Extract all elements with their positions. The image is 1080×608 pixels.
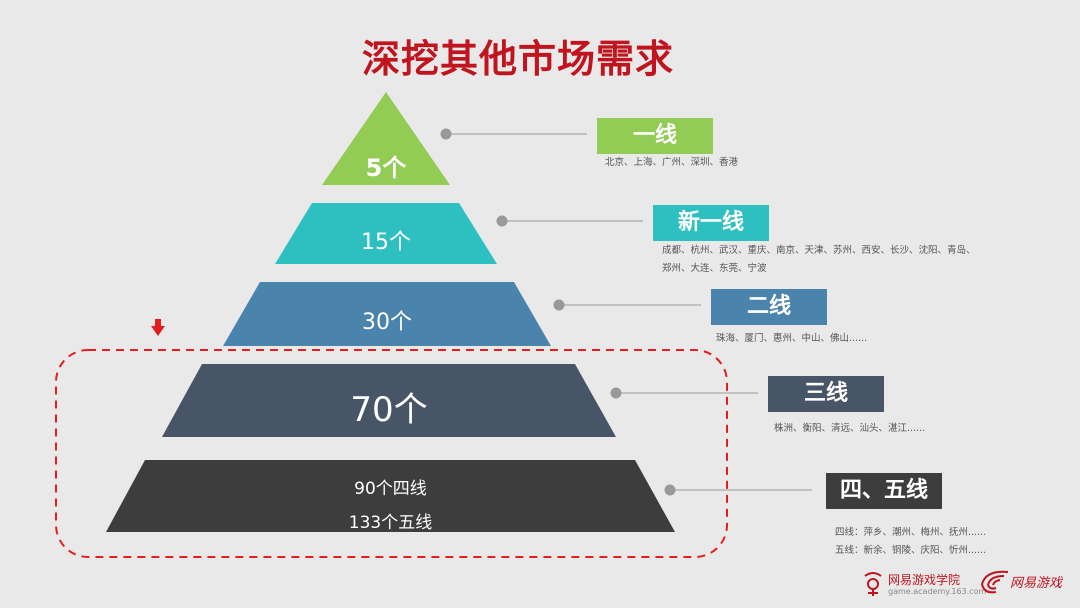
connector-dot (610, 387, 622, 399)
pyramid-level-1 (322, 92, 450, 185)
level-3-count: 30个 (362, 310, 412, 335)
level-5-count-tier5: 133个五线 (348, 513, 433, 533)
netease-games-brand: 网易游戏 (1010, 576, 1063, 591)
arrow-down-icon (151, 319, 165, 336)
tier-1-cities: 北京、上海、广州、深圳、香港 (605, 157, 739, 168)
tier-4-5-cities: 四线：萍乡、潮州、梅州、抚州...... 五线：新余、铜陵、庆阳、忻州.....… (835, 524, 986, 560)
academy-url: game.academy.163.com (888, 587, 987, 596)
connector-dot (553, 299, 565, 311)
highlight-dashed-frame (55, 349, 728, 558)
pyramid-level-4 (162, 364, 616, 437)
city-line: 成都、杭州、武汉、重庆、南京、天津、苏州、西安、长沙、沈阳、青岛、 (662, 245, 976, 256)
city-line: 四线：萍乡、潮州、梅州、抚州...... (835, 527, 987, 538)
page-title: 深挖其他市场需求 (361, 37, 674, 81)
tier-2-cities: 珠海、厦门、惠州、中山、佛山...... (716, 333, 868, 344)
tier-label-2: 二线 (711, 289, 827, 325)
level-1-count: 5个 (365, 154, 407, 182)
pyramid-level-2 (275, 203, 497, 264)
tier-label-1: 一线 (597, 118, 713, 154)
pyramid-level-5 (106, 460, 675, 532)
tier-new-1-cities: 成都、杭州、武汉、重庆、南京、天津、苏州、西安、长沙、沈阳、青岛、 郑州、大连、… (662, 242, 976, 278)
tier-3-cities: 株洲、衡阳、清远、汕头、湛江...... (774, 423, 926, 434)
connector-dot (496, 215, 508, 227)
netease-games-logo-icon (978, 568, 1010, 596)
connector-dot (440, 128, 452, 140)
tier-label-3: 三线 (768, 376, 884, 412)
city-line: 郑州、大连、东莞、宁波 (662, 263, 767, 274)
connector-dot (664, 484, 676, 496)
level-2-count: 15个 (361, 230, 411, 255)
city-line: 五线：新余、铜陵、庆阳、忻州...... (835, 545, 987, 556)
level-5-count-tier4: 90个四线 (354, 479, 427, 499)
academy-logo-icon (862, 568, 884, 598)
level-4-count: 70个 (350, 390, 428, 430)
academy-name: 网易游戏学院 (888, 573, 961, 587)
pyramid-level-3 (223, 282, 551, 346)
tier-label-4-5: 四、五线 (826, 473, 942, 509)
tier-label-new-1: 新一线 (653, 205, 769, 241)
